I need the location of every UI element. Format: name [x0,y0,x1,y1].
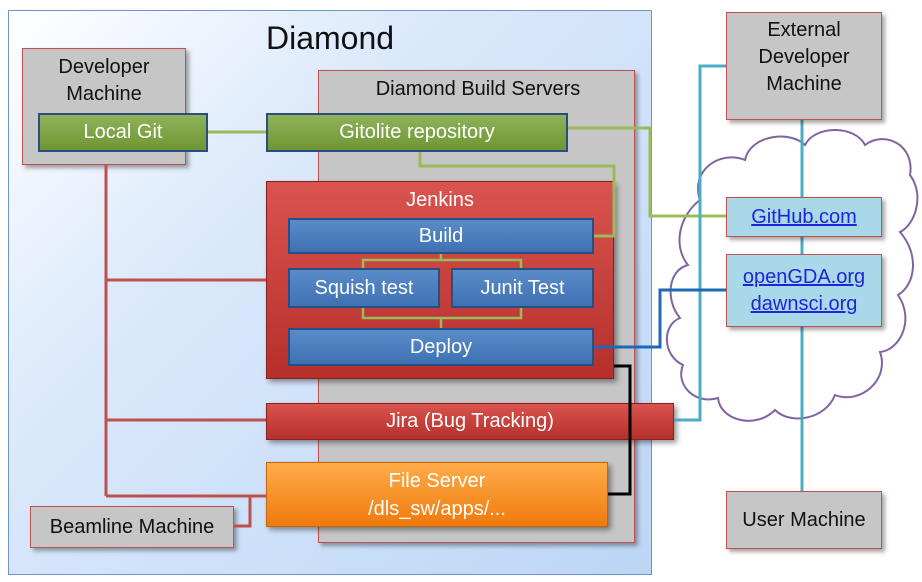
file-server-line1: File Server [388,469,486,492]
file-server-line2: /dls_sw/apps/... [368,497,506,520]
user-machine-label: User Machine [742,508,866,531]
user-machine-box: User Machine [726,491,882,549]
junit-test-label: Junit Test [480,276,565,299]
developer-machine-line2: Machine [66,83,142,105]
beamline-machine-label: Beamline Machine [49,515,215,538]
beamline-machine-box: Beamline Machine [30,506,234,548]
build-box[interactable]: Build [288,218,594,254]
build-label: Build [418,224,464,247]
jira-label: Jira (Bug Tracking) [386,410,554,432]
squish-test-label: Squish test [314,276,414,299]
github-link[interactable]: GitHub.com [751,205,857,228]
local-git-box[interactable]: Local Git [38,113,208,152]
developer-machine-line1: Developer [58,56,150,78]
build-servers-label: Diamond Build Servers [375,77,581,100]
deploy-label: Deploy [409,335,473,358]
external-developer-line1: External [767,19,841,41]
jira-box[interactable]: Jira (Bug Tracking) [266,403,674,440]
file-server-box[interactable]: File Server /dls_sw/apps/... [266,462,608,527]
deploy-box[interactable]: Deploy [288,328,594,366]
dawnsci-link[interactable]: dawnsci.org [750,292,858,315]
open-sites-box: openGDA.org dawnsci.org [726,254,882,327]
external-developer-machine-box [726,12,882,120]
external-developer-line3: Machine [766,73,842,95]
opengda-link[interactable]: openGDA.org [742,265,866,288]
gitolite-repository-box[interactable]: Gitolite repository [266,113,568,152]
diamond-title: Diamond [265,19,395,56]
gitolite-label: Gitolite repository [339,121,495,143]
external-developer-line2: Developer [758,46,850,68]
github-box: GitHub.com [726,197,882,237]
junit-test-box[interactable]: Junit Test [451,268,594,308]
local-git-label: Local Git [83,121,163,143]
squish-test-box[interactable]: Squish test [288,268,440,308]
jenkins-title: Jenkins [406,188,474,211]
